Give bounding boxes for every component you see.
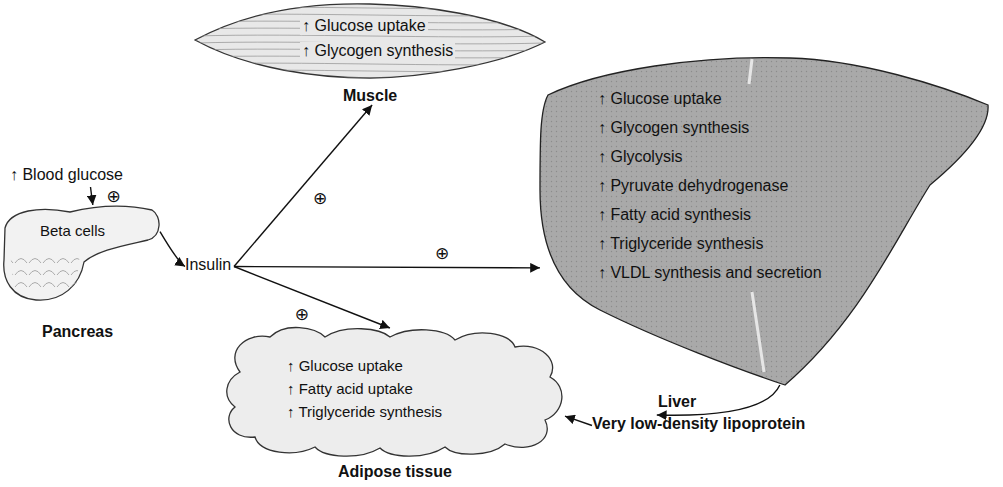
effect-text: ↑ Fatty acid uptake (287, 380, 413, 397)
adipose-shape (227, 328, 562, 457)
arrow-connector (234, 267, 540, 268)
effect-text: ↑ Fatty acid synthesis (598, 206, 751, 224)
muscle-organ: ↑ Glucose uptake ↑ Glycogen synthesisMusc… (195, 5, 545, 105)
effect-text: ↑ Triglyceride synthesis (287, 403, 442, 420)
effect-text: ↑ Glycogen synthesis (598, 119, 749, 137)
pancreas-shape (4, 206, 159, 300)
stimulus-text: ↑ Blood glucose (10, 166, 125, 187)
organ-name: Adipose tissue (338, 463, 452, 481)
effect-text: ↑ Triglyceride synthesis (598, 235, 763, 253)
effect-text: ↑ VLDL synthesis and secretion (598, 264, 822, 282)
liver-fissure (749, 59, 764, 372)
effect-text: Insulin (185, 256, 231, 274)
stimulation-sign: ⊕ (312, 189, 328, 206)
organ-name: Liver (658, 393, 696, 411)
hormone-text: Insulin (185, 256, 234, 277)
organ-name: Muscle (343, 87, 397, 105)
effect-text: ↑ Blood glucose (10, 166, 123, 184)
effect-text: ↑ Pyruvate dehydrogenase (598, 177, 788, 195)
effect-text: Beta cells (40, 222, 105, 239)
liver-organ: ↑ Glucose uptake ↑ Glycogen synthesis ↑ Gl… (540, 55, 990, 385)
effect-text: ↑ Glycolysis (598, 148, 682, 166)
adipose-organ: ↑ Glucose uptake ↑ Fatty acid uptake ↑ Tri… (225, 328, 565, 468)
liver-shape (540, 58, 988, 385)
effect-text: ↑ Glucose uptake (300, 17, 428, 35)
muscle-fibers (195, 7, 545, 79)
stimulation-sign: ⊕ (434, 245, 450, 262)
stimulation-sign: ⊕ (294, 306, 310, 323)
organ-name: Pancreas (42, 323, 113, 341)
arrow-connector (160, 232, 185, 267)
effect-text: ↑ Glucose uptake (287, 357, 403, 374)
lipoprotein-text: Very low-density lipoprotein (592, 415, 808, 436)
arrow-connector (234, 105, 372, 267)
pancreas-organ: Beta cellsPancreas (0, 205, 160, 300)
effect-text: ↑ Glycogen synthesis (300, 42, 455, 60)
arrow-connector (657, 385, 780, 415)
arrow-connector (91, 187, 93, 205)
organ-name: Very low-density lipoprotein (592, 415, 805, 433)
effect-text: ↑ Glucose uptake (598, 90, 722, 108)
stimulation-sign: ⊕ (106, 188, 122, 205)
muscle-shape (195, 4, 545, 78)
arrow-connector (234, 267, 390, 329)
pancreas-lobules (10, 252, 80, 290)
arrow-connector (565, 416, 592, 425)
